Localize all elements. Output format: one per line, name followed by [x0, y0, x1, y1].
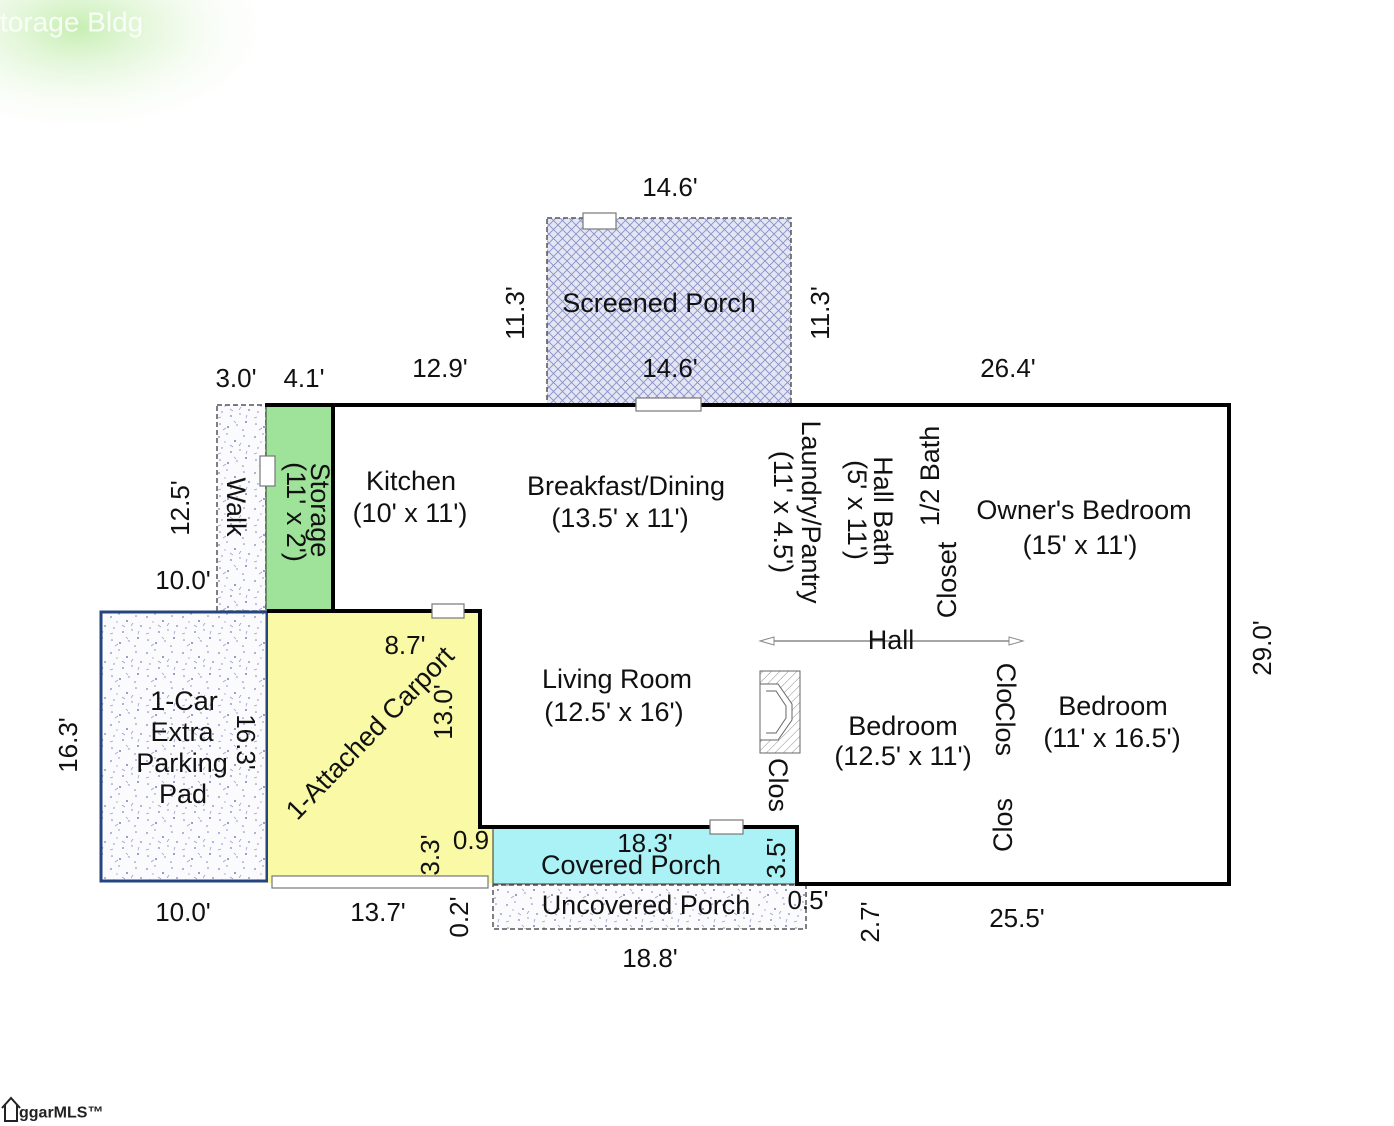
- label-closet-clos-lower: Clos: [988, 798, 1018, 852]
- label-kitchen-size: (10' x 11'): [353, 498, 468, 528]
- label-laundry-pantry-name: Laundry/Pantry: [796, 420, 826, 604]
- label-walk: Walk: [221, 478, 251, 537]
- door-carport-opening: [271, 875, 489, 889]
- dim-bedroom-offset: 2.7': [855, 901, 885, 942]
- label-parking-pad-line2: Extra: [150, 717, 214, 747]
- label-owners-bedroom-size: (15' x 11'): [1023, 530, 1138, 560]
- walk-area: [216, 404, 267, 612]
- dim-storage-top: 4.1': [283, 363, 324, 393]
- fireplace-icon: [759, 670, 801, 754]
- label-living-room-name: Living Room: [542, 664, 692, 694]
- label-breakfast-dining-size: (13.5' x 11'): [551, 503, 688, 533]
- door-storage: [259, 455, 276, 487]
- dim-parking-left: 16.3': [53, 717, 83, 773]
- door-dining: [635, 397, 702, 412]
- label-uncovered-porch: Uncovered Porch: [542, 890, 751, 920]
- label-covered-porch: Covered Porch: [541, 850, 721, 880]
- dim-house-top-right: 26.4': [980, 353, 1036, 383]
- parking-pad-area: [99, 610, 269, 883]
- label-bedroom-right-name: Bedroom: [1058, 691, 1168, 721]
- label-bedroom-middle-size: (12.5' x 11'): [834, 741, 971, 771]
- carport-area: [268, 611, 493, 883]
- label-screened-porch: Screened Porch: [562, 288, 756, 318]
- label-hall: Hall: [868, 625, 915, 655]
- label-closet-clos-fireplace: Clos: [763, 758, 793, 812]
- label-parking-pad-line4: Pad: [159, 779, 207, 809]
- storage-area: [265, 404, 334, 612]
- label-closet-clo: Clo: [991, 663, 1021, 704]
- label-bedroom-middle-name: Bedroom: [848, 711, 958, 741]
- dim-house-bottom: 25.5': [989, 903, 1045, 933]
- dim-screened-porch-top: 14.6': [642, 172, 698, 202]
- dim-walk-bottom: 10.0': [155, 565, 211, 595]
- dim-walk-side: 12.5': [165, 480, 195, 536]
- watermark-haze: [0, 0, 260, 140]
- dim-covered-porch-top: 18.3': [617, 828, 673, 858]
- label-parking-pad-line3: Parking: [136, 748, 228, 778]
- dim-carport-top: 8.7': [384, 630, 425, 660]
- covered-porch-area: [492, 826, 798, 885]
- dim-uncovered-porch-side: 0.5': [787, 885, 828, 915]
- label-living-room-size: (12.5' x 16'): [544, 697, 683, 727]
- mls-logo: ggarMLS™: [1, 1096, 103, 1122]
- door-carport: [431, 603, 465, 619]
- dim-covered-porch-side: 3.5': [761, 837, 791, 878]
- door-screened-porch: [582, 212, 617, 230]
- uncovered-porch-area: [492, 884, 807, 930]
- dim-kitchen-top: 12.9': [412, 353, 468, 383]
- dim-carport-step: 0.9: [453, 825, 489, 855]
- dim-uncovered-porch-bottom: 18.8': [622, 943, 678, 973]
- label-hall-bath-size: (5' x 11'): [842, 460, 872, 560]
- dim-uncovered-porch-offset: 0.2': [444, 896, 474, 937]
- label-storage-size: (11' x 2'): [281, 462, 311, 562]
- dim-parking-bottom: 10.0': [155, 897, 211, 927]
- label-parking-pad-line1: 1-Car: [150, 686, 218, 716]
- label-closet: Closet: [932, 541, 962, 618]
- label-owners-bedroom-name: Owner's Bedroom: [976, 495, 1191, 525]
- dim-parking-inner: 16.3': [231, 714, 261, 770]
- label-hall-bath-name: Hall Bath: [868, 456, 898, 566]
- door-covered-porch: [709, 819, 744, 835]
- hall-arrow-icon: [758, 636, 1025, 646]
- dim-carport-bottom: 13.7': [350, 897, 406, 927]
- label-kitchen-name: Kitchen: [366, 466, 456, 496]
- label-bedroom-right-size: (11' x 16.5'): [1043, 723, 1180, 753]
- logo-text: ggarMLS™: [19, 1105, 103, 1122]
- screened-porch-area: [546, 217, 792, 406]
- dim-walk-top: 3.0': [215, 363, 256, 393]
- dim-carport-step-side: 3.3': [415, 834, 445, 875]
- dim-house-right: 29.0': [1247, 620, 1277, 676]
- house-icon: [1, 1096, 21, 1122]
- exterior-walls: [265, 403, 1231, 886]
- label-storage-name: Storage: [305, 463, 335, 558]
- watermark-text: torage Bldg: [0, 7, 143, 38]
- dim-carport-right: 13.0': [428, 684, 458, 740]
- dim-dining-top: 14.6': [642, 353, 698, 383]
- label-half-bath: 1/2 Bath: [915, 426, 945, 527]
- label-laundry-pantry-size: (11' x 4.5'): [768, 451, 798, 573]
- label-closet-clos-right: Clos: [990, 702, 1020, 756]
- dim-screened-porch-right: 11.3': [805, 286, 835, 340]
- label-breakfast-dining-name: Breakfast/Dining: [527, 471, 725, 501]
- dim-screened-porch-left: 11.3': [500, 286, 530, 340]
